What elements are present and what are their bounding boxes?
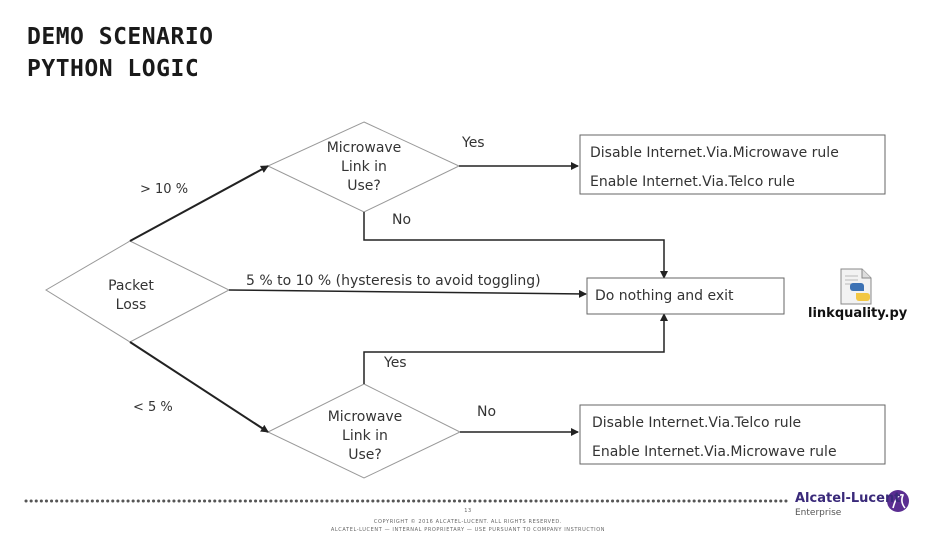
decision-microwave-bottom-line2: Link in (342, 428, 388, 444)
label-no-top: No (392, 212, 411, 228)
action-box-mid-text: Do nothing and exit (595, 288, 734, 304)
label-yes-bottom: Yes (383, 355, 407, 371)
decision-microwave-bottom-line1: Microwave (328, 409, 403, 425)
alcatel-lucent-logo-mark (887, 490, 909, 512)
python-file-icon[interactable] (840, 268, 872, 305)
connector-no-top (363, 212, 668, 279)
alcatel-lucent-logo: Alcatel-Lucent Enterprise (795, 491, 900, 518)
file-name-label: linkquality.py (808, 306, 908, 321)
label-gt10: > 10 % (140, 182, 188, 197)
decision-microwave-top-line3: Use? (347, 178, 381, 194)
connector-mid (228, 289, 587, 298)
label-lt5: < 5 % (133, 400, 173, 415)
decision-microwave-bottom-shape (266, 383, 462, 479)
decision-packet-loss-line1: Packet (108, 278, 154, 294)
footer-proprietary: ALCATEL-LUCENT — INTERNAL PROPRIETARY — … (330, 527, 606, 533)
action-box-top-line2: Enable Internet.Via.Telco rule (590, 174, 795, 190)
decision-microwave-bottom-line3: Use? (348, 447, 382, 463)
label-yes-top: Yes (461, 135, 485, 151)
slide-title-line2: PYTHON LOGIC (27, 56, 200, 82)
decision-microwave-top-line2: Link in (341, 159, 387, 175)
decision-microwave-top-line1: Microwave (327, 140, 402, 156)
action-box-bottom-line2: Enable Internet.Via.Microwave rule (592, 444, 837, 460)
connector-yes-bottom (363, 313, 668, 384)
logo-sub: Enterprise (795, 508, 842, 518)
connector-lt5 (129, 341, 269, 433)
slide-title-line1: DEMO SCENARIO (27, 24, 214, 50)
connector-gt10 (129, 165, 269, 242)
logo-name: Alcatel-Lucent (795, 491, 901, 506)
label-no-bottom: No (477, 404, 496, 420)
label-mid: 5 % to 10 % (hysteresis to avoid togglin… (246, 273, 541, 289)
action-box-top (579, 134, 886, 195)
footer-copyright: COPYRIGHT © 2016 ALCATEL-LUCENT. ALL RIG… (373, 519, 563, 525)
decision-packet-loss-line2: Loss (116, 297, 147, 313)
action-box-top-line1: Disable Internet.Via.Microwave rule (590, 145, 839, 161)
action-box-bottom (579, 404, 886, 465)
footer-page-number: 13 (464, 508, 472, 514)
action-box-mid (586, 277, 785, 315)
action-box-bottom-line1: Disable Internet.Via.Telco rule (592, 415, 801, 431)
